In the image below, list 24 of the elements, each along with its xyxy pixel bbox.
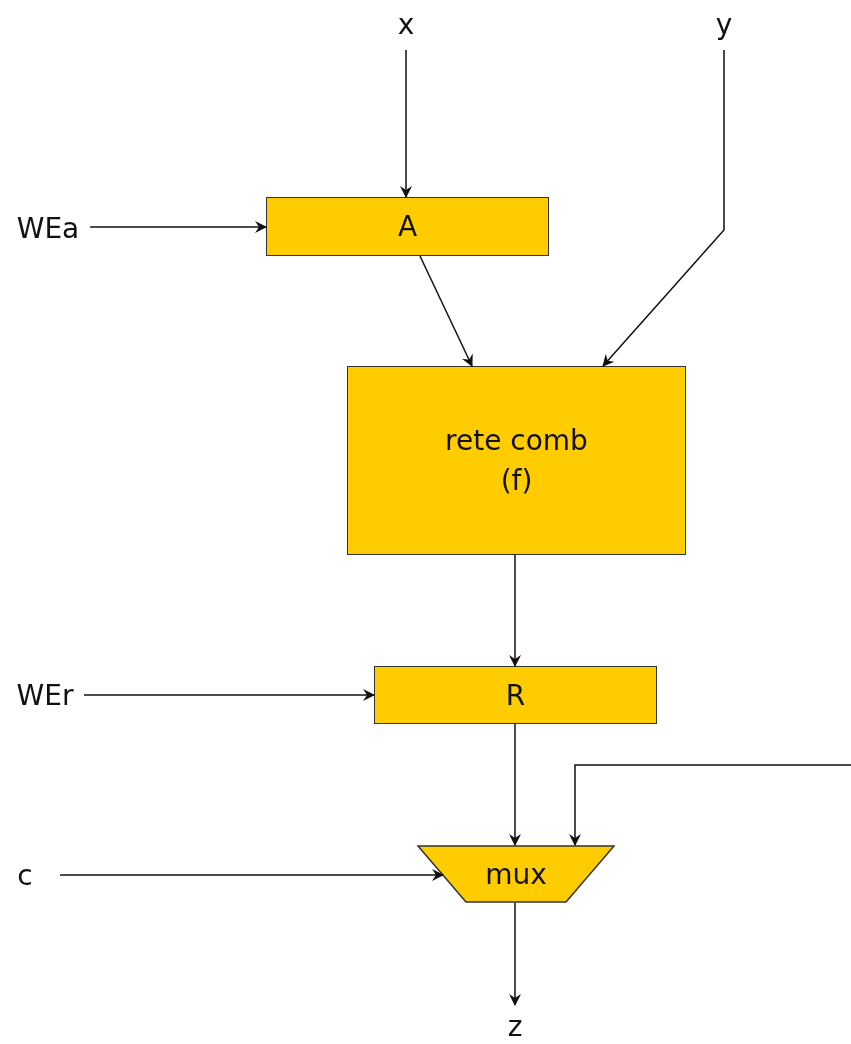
arrow	[509, 554, 521, 667]
mux-trapezoid	[417, 845, 615, 903]
signal-name: c	[17, 858, 33, 892]
arrow	[509, 723, 521, 846]
arrow	[509, 902, 521, 1006]
signal-name: WEr	[16, 678, 74, 712]
signal-name: z	[507, 1009, 523, 1043]
block-box	[347, 366, 686, 555]
signal-name: WEa	[16, 211, 80, 245]
arrow	[59, 869, 444, 881]
block-label: rete comb (f)	[444, 423, 589, 499]
block-label: R	[505, 678, 526, 712]
arrow	[83, 689, 375, 701]
arrow	[602, 49, 725, 367]
signal-name: x	[397, 7, 415, 41]
arrow	[569, 764, 851, 846]
block-label: mux	[485, 857, 547, 891]
block-label: A	[397, 210, 418, 243]
arrow	[419, 255, 473, 367]
block-box	[266, 197, 549, 256]
arrow	[89, 221, 267, 233]
arrow	[400, 49, 412, 198]
block-box	[374, 666, 657, 724]
signal-name: y	[715, 7, 733, 41]
